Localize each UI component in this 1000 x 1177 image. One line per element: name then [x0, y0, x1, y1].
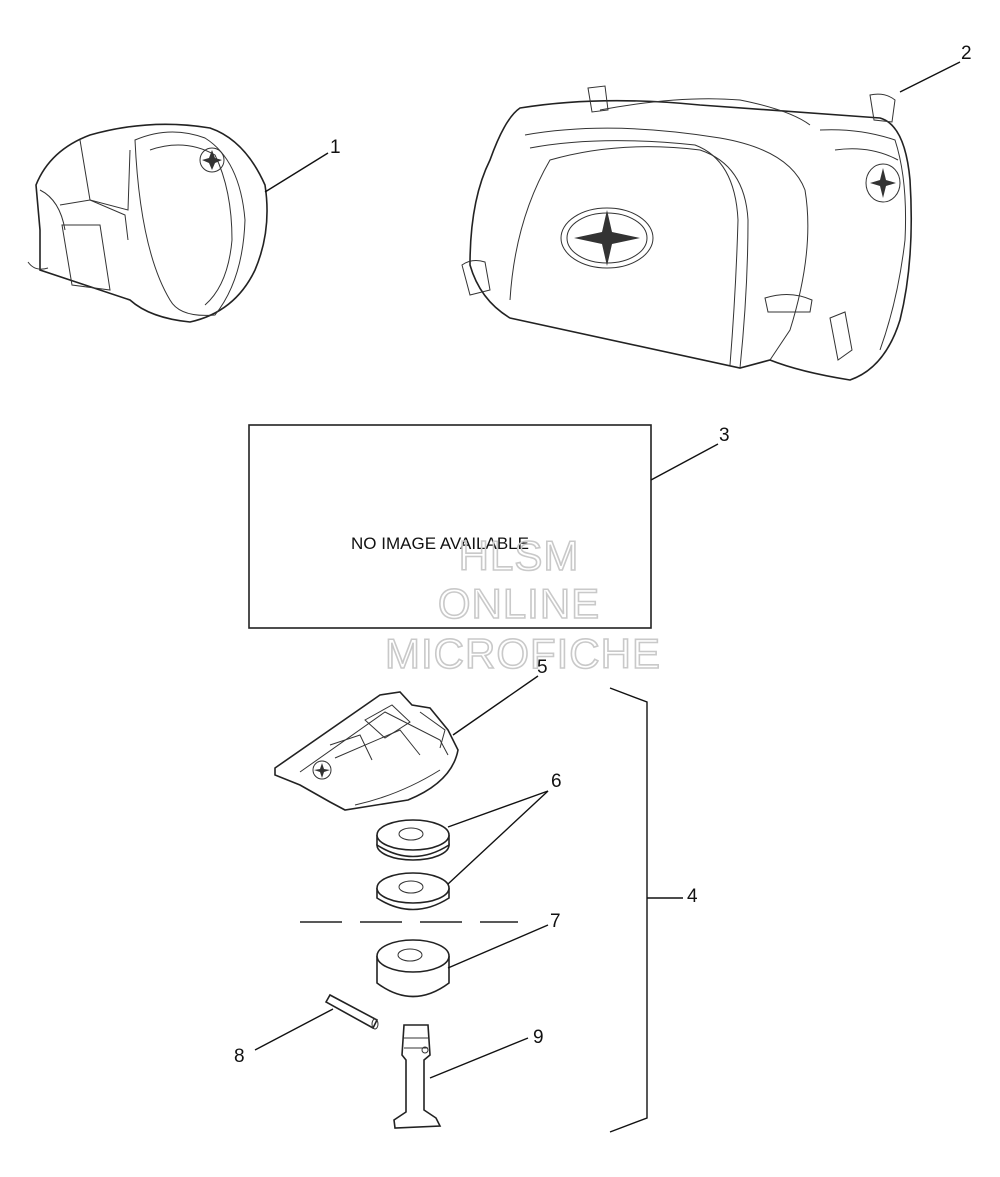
- watermark-line-2: ONLINE: [438, 580, 600, 627]
- callout-8: 8: [234, 1046, 245, 1067]
- watermark-line-3: MICROFICHE: [385, 630, 661, 677]
- mounting-plate-icon: [274, 691, 459, 811]
- large-cargo-bag-icon: [461, 85, 913, 381]
- callout-2: 2: [961, 43, 972, 64]
- small-tank-bag-icon: [27, 123, 268, 323]
- callout-9: 9: [533, 1027, 544, 1048]
- pin-icon: [324, 993, 379, 1030]
- callout-1: 1: [330, 137, 341, 158]
- callout-6: 6: [551, 771, 562, 792]
- callout-3: 3: [719, 425, 730, 446]
- no-image-text: NO IMAGE AVAILABLE: [351, 534, 529, 553]
- compass-logo-icon: [865, 163, 901, 203]
- callout-7: 7: [550, 911, 561, 932]
- compass-logo-icon: [560, 207, 654, 269]
- no-image-placeholder: NO IMAGE AVAILABLE: [248, 424, 652, 629]
- callout-labels: 1 2 3 4 5 6 7 8 9: [234, 43, 972, 1067]
- washer-icon: [376, 872, 450, 911]
- callout-4: 4: [687, 886, 698, 907]
- watermark: HLSM ONLINE MICROFICHE: [384, 531, 661, 678]
- watermark-line-1: HLSM: [459, 532, 580, 579]
- leader-lines: [254, 61, 961, 1133]
- callout-5: 5: [537, 657, 548, 678]
- latch-post-icon: [393, 1024, 442, 1129]
- washer-icon: [376, 819, 450, 861]
- spacer-icon: [376, 939, 450, 998]
- compass-logo-icon: [199, 147, 225, 173]
